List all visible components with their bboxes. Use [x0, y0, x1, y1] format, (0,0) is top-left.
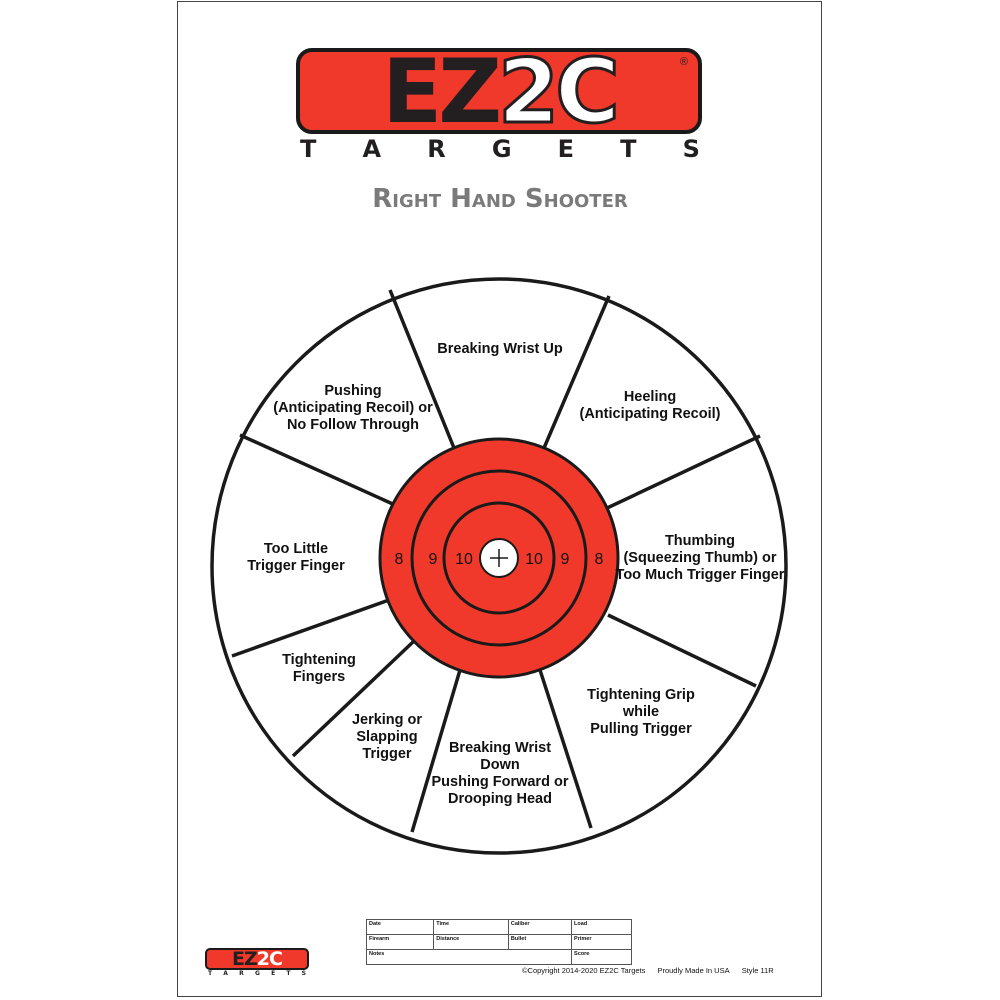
crosshair-icon — [490, 549, 508, 567]
log-row: Notes Score — [365, 949, 632, 965]
zone-heeling: Heeling (Anticipating Recoil) — [579, 389, 721, 422]
log-load: Load — [571, 919, 632, 935]
zone-tightening-grip: Tightening Grip while Pulling Trigger — [587, 687, 695, 737]
ring-number-right-10: 10 — [525, 551, 543, 568]
footer: ©Copyright 2014-2020 EZ2C Targets Proudl… — [522, 966, 784, 975]
copyright-text: ©Copyright 2014-2020 EZ2C Targets — [522, 966, 646, 975]
log-bullet: Bullet — [507, 934, 573, 950]
ring-number-right-8: 8 — [595, 551, 604, 568]
zone-breaking-wrist-down: Breaking Wrist Down Pushing Forward or D… — [431, 740, 569, 807]
ez2c-logo: EZ2C ® — [296, 40, 702, 143]
score-log-table: Date Time Caliber Load Firearm Distance … — [365, 919, 632, 965]
log-primer: Primer — [571, 934, 632, 950]
ring-number-left-8: 8 — [395, 551, 404, 568]
log-notes: Notes — [365, 949, 573, 965]
ring-number-left-10: 10 — [455, 551, 473, 568]
log-score: Score — [571, 949, 632, 965]
zone-thumbing: Thumbing (Squeezing Thumb) or Too Much T… — [615, 533, 785, 583]
log-firearm: Firearm — [365, 934, 435, 950]
zone-too-little-trigger-finger: Too Little Trigger Finger — [247, 541, 345, 574]
page-title: Right Hand Shooter — [372, 184, 628, 214]
style-code: Style 11R — [741, 966, 774, 975]
zone-jerking-trigger: Jerking or Slapping Trigger — [351, 712, 423, 762]
log-caliber: Caliber — [507, 919, 573, 935]
made-in-usa-text: Proudly Made In USA — [657, 966, 730, 975]
logo-ez: EZ — [382, 40, 502, 143]
ring-9 — [410, 469, 588, 647]
ez2c-mini-logo: EZ2C — [205, 948, 309, 970]
log-row: Date Time Caliber Load — [365, 919, 632, 935]
ring-10 — [442, 501, 556, 615]
log-row: Firearm Distance Bullet Primer — [365, 934, 632, 950]
log-time: Time — [433, 919, 509, 935]
zone-pushing: Pushing (Anticipating Recoil) or No Foll… — [273, 383, 433, 433]
ring-number-left-9: 9 — [429, 551, 438, 568]
log-distance: Distance — [433, 934, 509, 950]
logo-targets-wordmark: T A R G E T S — [300, 135, 700, 163]
mini-logo-targets: T A R G E T S — [208, 970, 306, 977]
zone-breaking-wrist-up: Breaking Wrist Up — [437, 341, 563, 357]
log-date: Date — [365, 919, 435, 935]
zone-dividers — [231, 289, 761, 833]
ring-number-right-9: 9 — [561, 551, 570, 568]
logo-2c: 2C — [497, 40, 622, 143]
zone-tightening-fingers: Tightening Fingers — [282, 652, 356, 685]
registered-mark: ® — [679, 56, 688, 68]
